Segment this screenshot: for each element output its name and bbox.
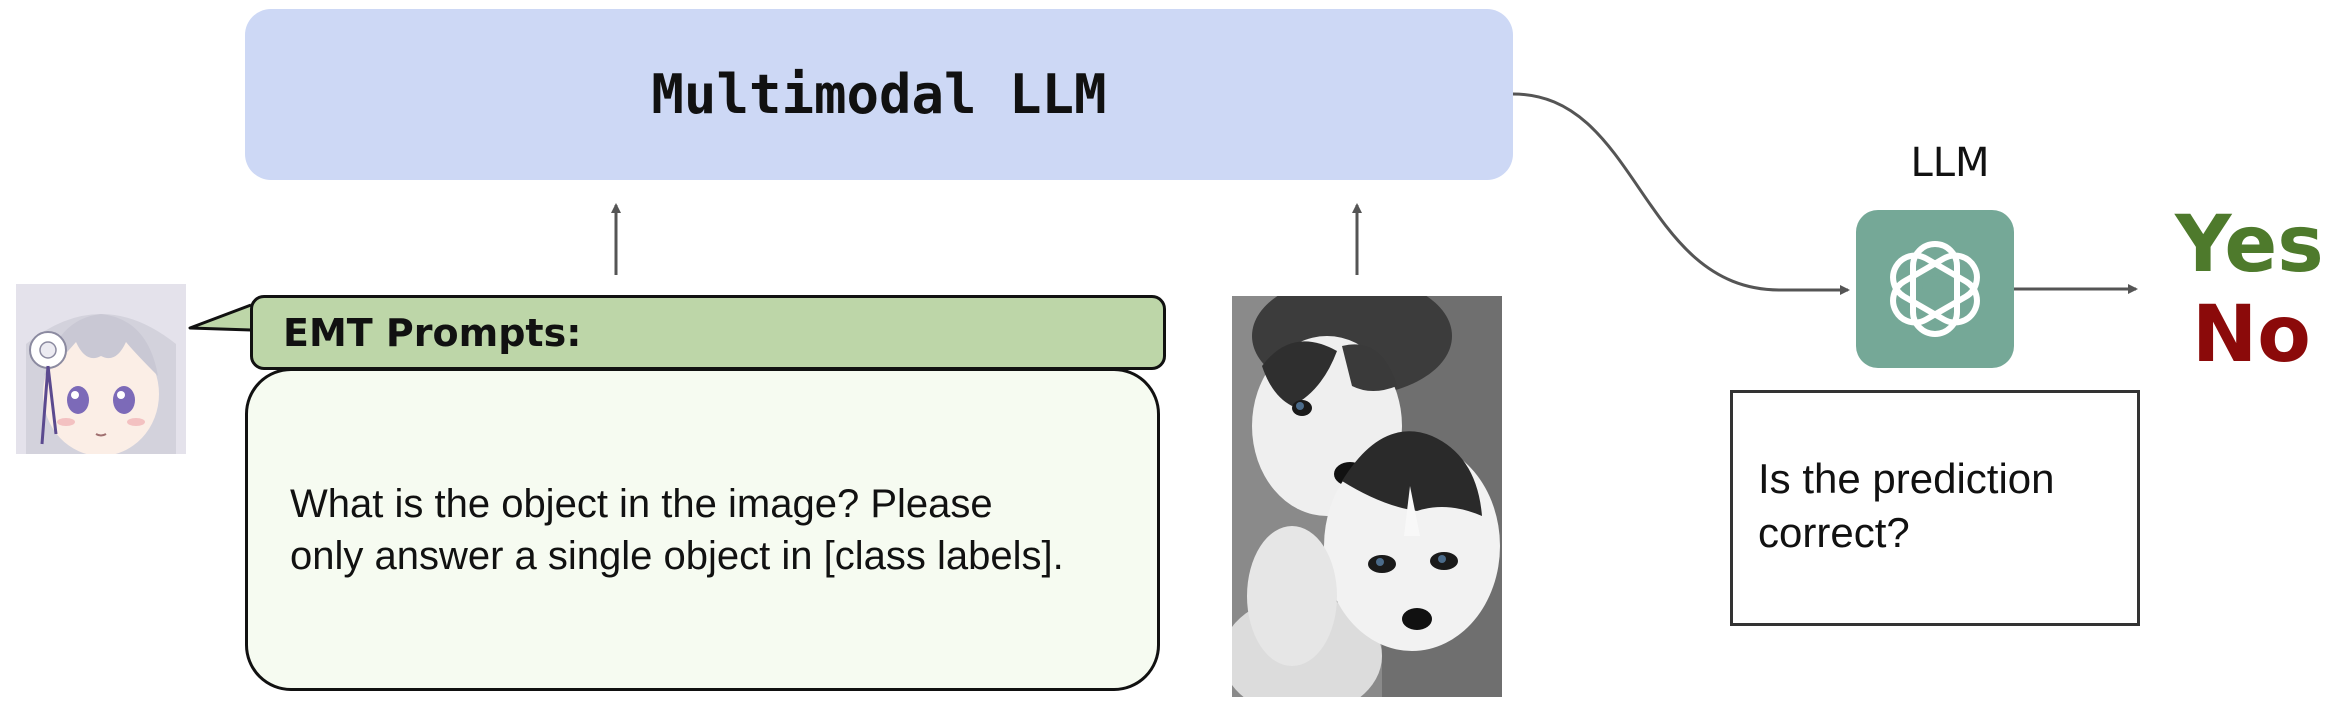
- multimodal-llm-box: Multimodal LLM: [245, 9, 1513, 180]
- anime-character-avatar-icon: [16, 284, 186, 454]
- no-answer: No: [2192, 290, 2311, 380]
- question-box: [1730, 390, 2140, 626]
- prompt-header-title: EMT Prompts:: [283, 310, 582, 355]
- question-text: Is the prediction correct?: [1758, 452, 2118, 560]
- openai-logo-icon: [1890, 241, 1980, 337]
- prompt-line-1: What is the object in the image? Please: [290, 482, 993, 526]
- prompt-text: What is the object in the image? Please …: [290, 478, 1150, 582]
- question-line-1: Is the prediction: [1758, 455, 2055, 502]
- mllm-to-llm-arrow: [1512, 92, 1850, 295]
- yes-answer: Yes: [2175, 200, 2324, 290]
- question-line-2: correct?: [1758, 509, 1910, 556]
- avatar: [16, 284, 186, 454]
- husky-puppies-photo: [1232, 296, 1502, 697]
- multimodal-llm-title: Multimodal LLM: [651, 63, 1107, 126]
- llm-logo: [1856, 210, 2014, 368]
- speech-bubble-tail: [188, 303, 252, 332]
- prompt-body-box: [245, 368, 1160, 691]
- prompt-line-2: only answer a single object in [class la…: [290, 534, 1064, 578]
- prompt-header: EMT Prompts:: [250, 295, 1166, 370]
- husky-puppies-illustration: [1232, 296, 1502, 697]
- llm-label: LLM: [1910, 140, 1990, 186]
